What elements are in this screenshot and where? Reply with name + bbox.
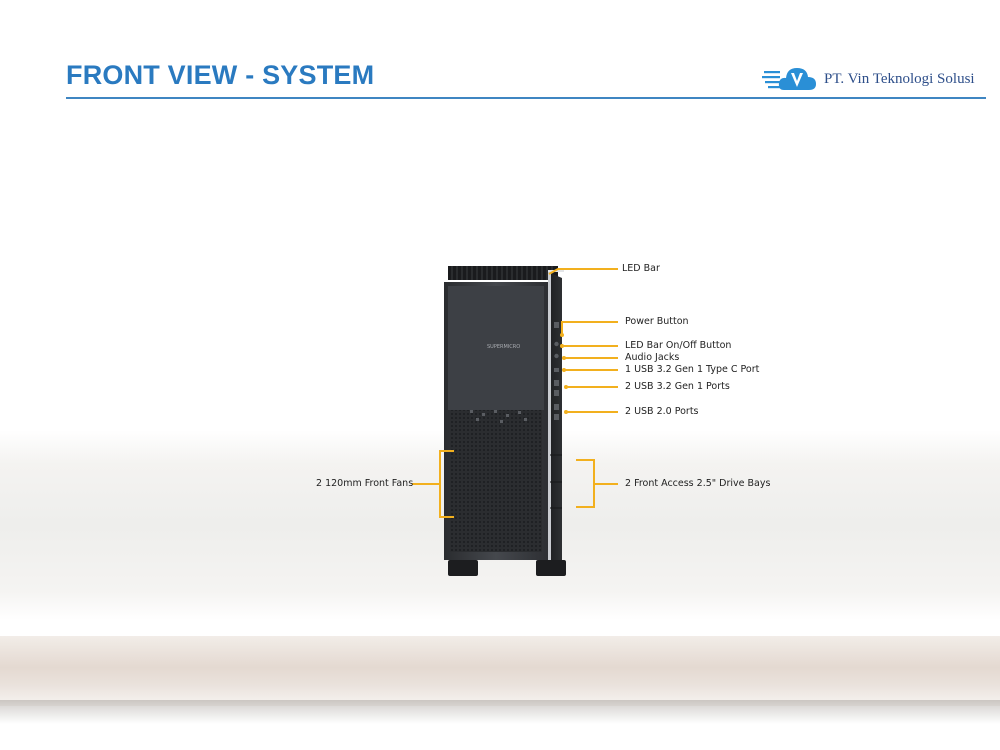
- backdrop-shelf: [0, 636, 1000, 706]
- label-led-bar: LED Bar: [622, 263, 660, 274]
- label-power-button: Power Button: [625, 316, 689, 327]
- page-title: FRONT VIEW - SYSTEM: [66, 60, 375, 90]
- label-usb-type-c: 1 USB 3.2 Gen 1 Type C Port: [625, 364, 760, 375]
- label-led-bar-button: LED Bar On/Off Button: [625, 340, 732, 351]
- backdrop-shadow: [0, 700, 1000, 724]
- label-audio-jacks: Audio Jacks: [625, 352, 680, 363]
- cloud-v-logo-icon: [762, 68, 816, 90]
- tower-brand: SUPERMICRO: [487, 344, 520, 350]
- server-tower: SUPERMICRO: [444, 266, 566, 576]
- label-usb-20-ports: 2 USB 2.0 Ports: [625, 406, 699, 417]
- company-name: PT. Vin Teknologi Solusi: [824, 71, 975, 87]
- label-drive-bays: 2 Front Access 2.5" Drive Bays: [625, 478, 771, 489]
- label-front-fans: 2 120mm Front Fans: [316, 478, 414, 489]
- title-underline: [66, 97, 986, 99]
- label-usb-32-ports: 2 USB 3.2 Gen 1 Ports: [625, 381, 730, 392]
- company-logo: PT. Vin Teknologi Solusi: [762, 62, 990, 96]
